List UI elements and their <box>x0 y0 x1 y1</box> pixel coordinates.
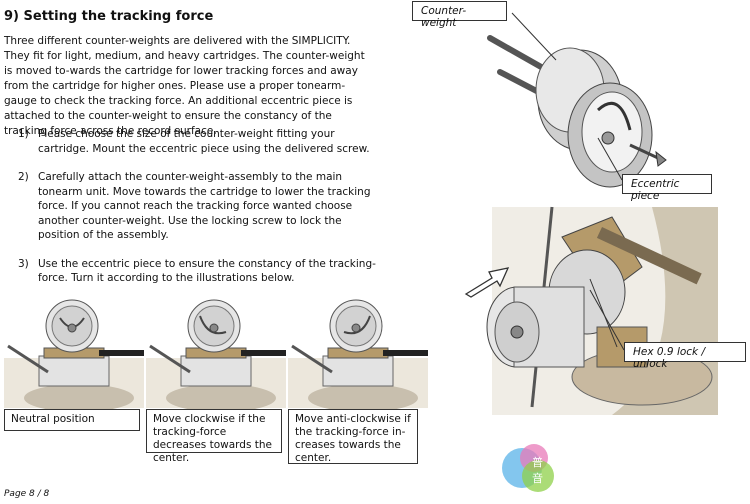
direction-arrow-icon <box>464 267 510 298</box>
neutral-illustration <box>4 299 144 412</box>
label-hex: Hex 0.9 lock / unlock <box>624 342 746 370</box>
step-text: Use the eccentric piece to ensure the co… <box>38 257 376 285</box>
step-item: 1) Please choose the size of the counter-… <box>18 127 378 156</box>
step-number: 2) <box>18 171 29 183</box>
caption-anticlockwise: Move anti-clockwise if the tracking-forc… <box>288 409 418 464</box>
step-number: 3) <box>18 257 29 270</box>
svg-text:普: 普 <box>532 455 543 469</box>
watermark-logo: 普 音 <box>502 444 554 492</box>
label-counterweight: Counter-weight <box>412 1 507 29</box>
step-text: Carefully attach the counter-weight-asse… <box>38 171 371 241</box>
label-eccentric: Eccentric piece <box>622 174 712 202</box>
counterweight-illustration <box>487 35 667 188</box>
step-item: 3) Use the eccentric piece to ensure the … <box>18 257 378 286</box>
clockwise-illustration <box>146 299 286 412</box>
caption-clockwise: Move clockwise if the tracking-force dec… <box>146 409 282 464</box>
page-footer: Page 8 / 8 <box>4 489 50 499</box>
step-item: 2) Carefully attach the counter-weight-as… <box>18 170 378 243</box>
steps-list: 1) Please choose the size of the counter-… <box>18 127 378 300</box>
anticlockwise-illustration <box>288 299 428 412</box>
svg-text:音: 音 <box>532 471 543 485</box>
step-text: Please choose the size of the counter-we… <box>38 128 370 155</box>
intro-paragraph: Three different counter-weights are deli… <box>4 35 365 137</box>
section-title: 9) Setting the tracking force <box>4 9 214 24</box>
step-number: 1) <box>18 128 29 140</box>
assembly-illustration <box>486 206 718 415</box>
caption-neutral: Neutral position <box>4 409 140 431</box>
